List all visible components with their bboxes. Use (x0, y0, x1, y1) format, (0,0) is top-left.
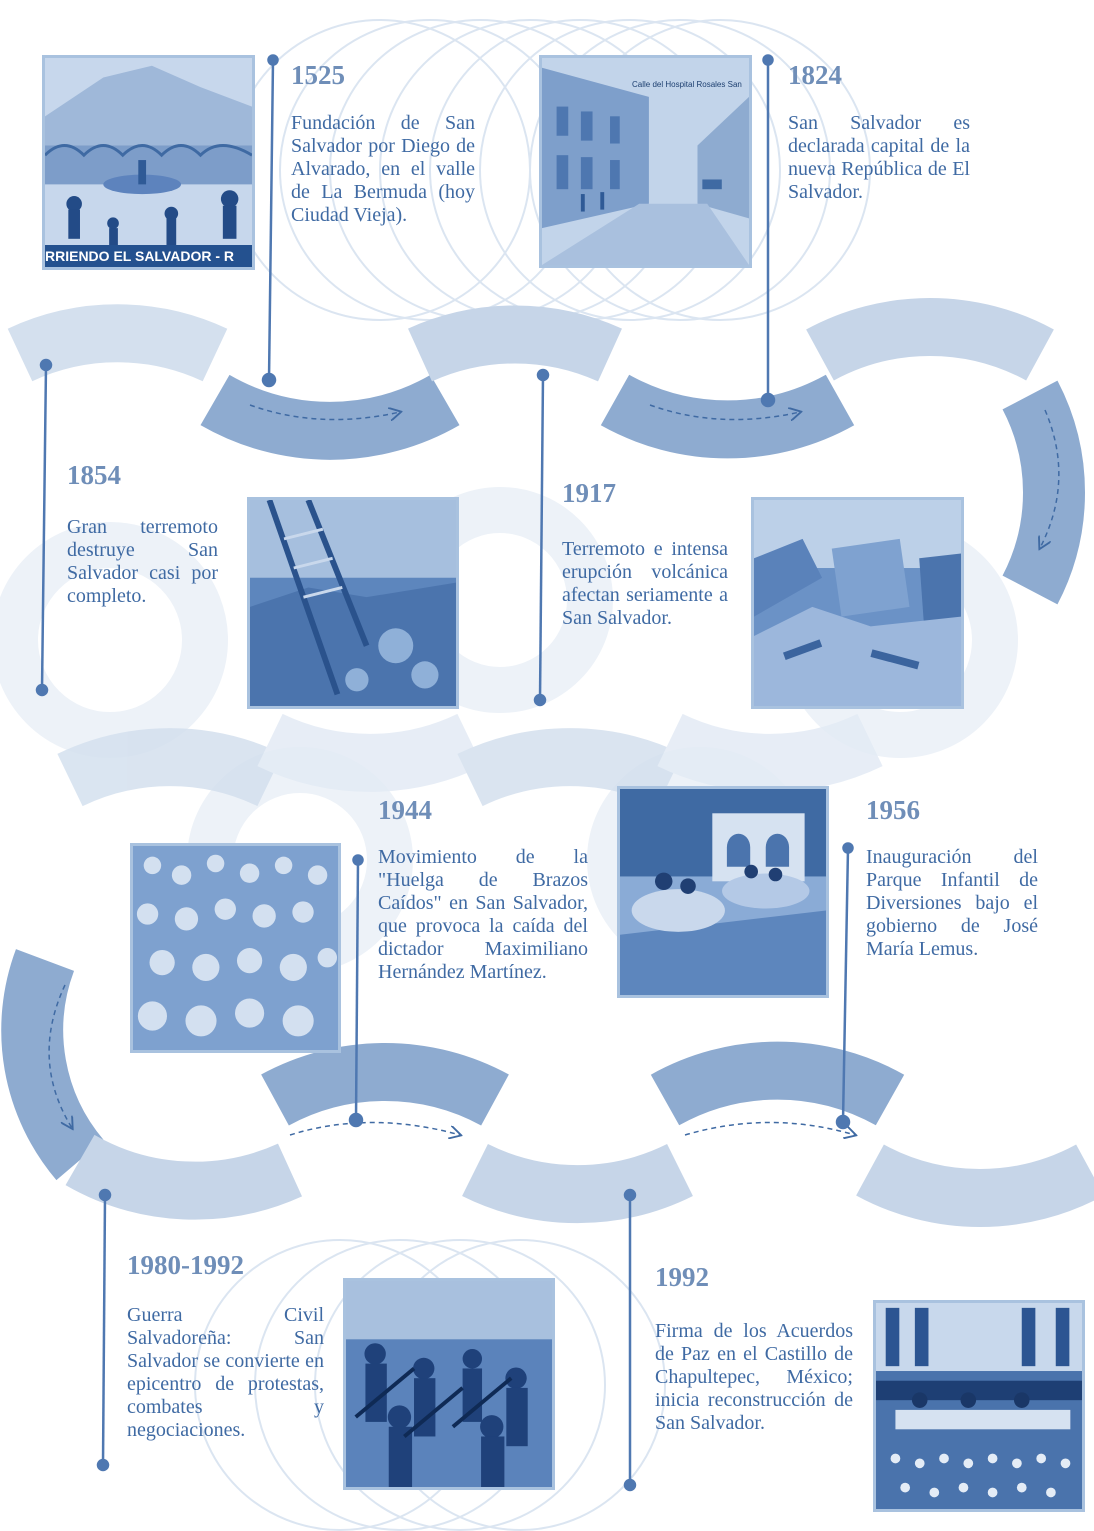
event-description: Terremoto e intensa erupción volcánica a… (562, 538, 728, 629)
photo-caption: Calle del Hospital Rosales San (632, 80, 742, 89)
event-description: Inauguración del Parque Infantil de Dive… (866, 846, 1038, 960)
historic-street-photo: Calle del Hospital Rosales San (539, 55, 752, 268)
event-year: 1944 (378, 795, 432, 825)
event-description: Gran terremoto destruye San Salvador cas… (67, 516, 218, 607)
earthquake-ruins-photo (247, 497, 459, 709)
event-year: 1525 (291, 60, 345, 90)
soldiers-parade-photo (343, 1278, 555, 1490)
crowd-protest-photo (130, 843, 341, 1053)
peace-accords-signing-photo (873, 1300, 1085, 1512)
collapsed-buildings-photo (751, 497, 964, 709)
event-description: Guerra Civil Salvadoreña: San Salvador s… (127, 1304, 324, 1441)
event-description: San Salvador es declarada capital de la … (788, 112, 970, 203)
event-description: Fundación de San Salvador por Diego de A… (291, 112, 475, 226)
event-year: 1824 (788, 60, 842, 90)
colonial-plaza-engraving-photo: RRIENDO EL SALVADOR - R (42, 55, 255, 270)
event-year: 1917 (562, 478, 616, 508)
event-year: 1854 (67, 460, 121, 490)
event-year: 1992 (655, 1262, 709, 1292)
event-year: 1956 (866, 795, 920, 825)
event-description: Movimiento de la "Huelga de Brazos Caído… (378, 846, 588, 983)
event-year: 1980-1992 (127, 1250, 244, 1280)
photo-caption: RRIENDO EL SALVADOR - R (45, 245, 252, 267)
event-description: Firma de los Acuerdos de Paz en el Casti… (655, 1320, 853, 1434)
children-boat-park-photo (617, 786, 829, 998)
